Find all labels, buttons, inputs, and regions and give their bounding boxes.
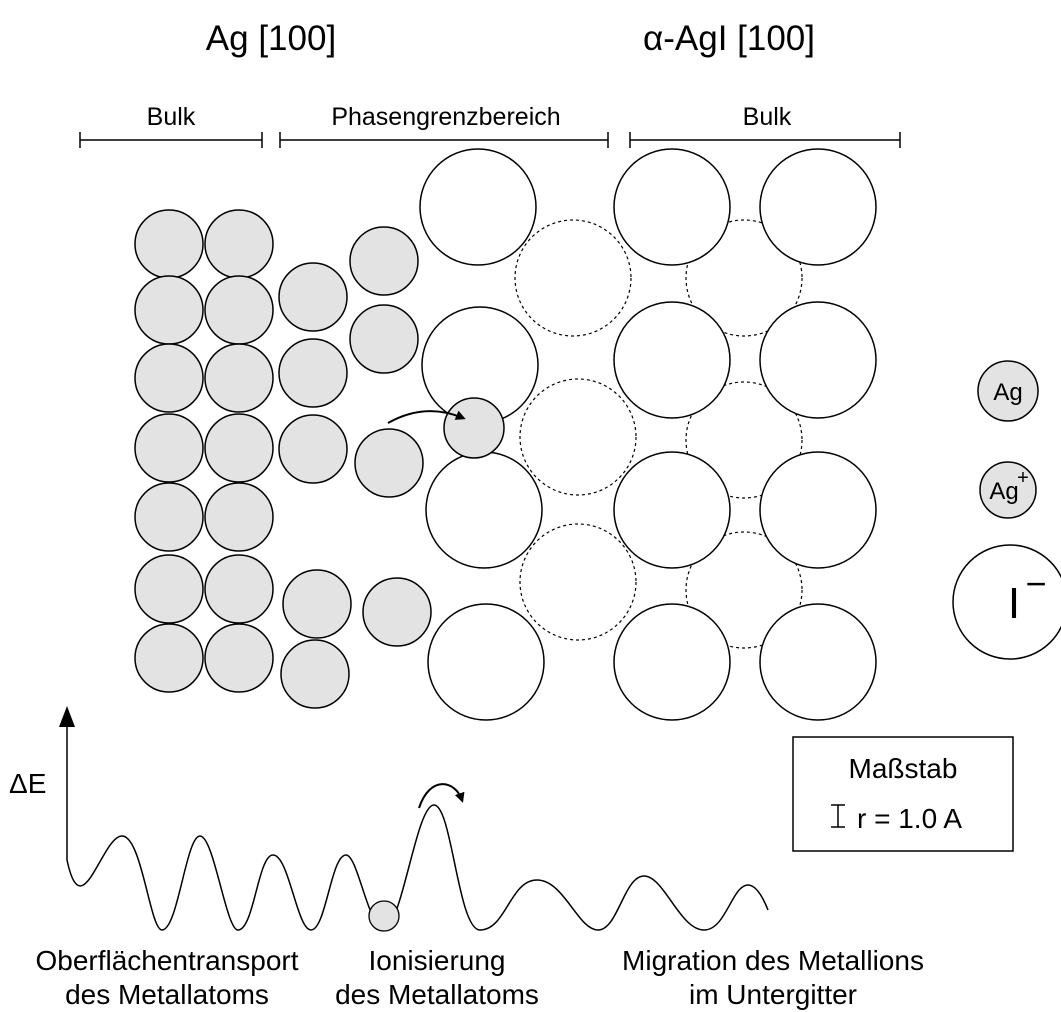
iodide-ion [759, 148, 877, 266]
ag-atom [204, 275, 274, 345]
energy-profile-atom [368, 900, 400, 932]
iodide-ion-lower-layer [519, 378, 637, 496]
iodide-solid-sublattice [419, 148, 877, 721]
ag-atom-interface [349, 226, 419, 296]
ag-bulk-atoms [134, 209, 274, 693]
ag-atom [134, 623, 204, 693]
ag-atom-interface [354, 428, 424, 498]
title-ag-100: Ag [100] [206, 19, 336, 58]
iodide-ion [425, 451, 543, 569]
ag-atom-interface [349, 304, 419, 374]
ag-atom [134, 209, 204, 279]
ag-atom [134, 275, 204, 345]
scale-box-title: Maßstab [849, 753, 958, 784]
iodide-ion-lower-layer [685, 381, 803, 499]
region-bracket-bulk-right [629, 132, 901, 148]
iodide-ion [759, 603, 877, 721]
legend-ag-ion-charge: + [1017, 467, 1029, 489]
step-surface-transport-line1: Oberflächentransport [35, 945, 298, 976]
ag-atom [204, 623, 274, 693]
ag-atom-interface [278, 262, 348, 332]
step-migration-line2: im Untergitter [689, 979, 857, 1010]
iodide-ion [613, 148, 731, 266]
ag-atom [204, 209, 274, 279]
ag-interface-atoms [278, 226, 505, 709]
region-bracket-phasengrenzbereich [279, 132, 609, 148]
iodide-ion [613, 603, 731, 721]
iodide-dashed-sublattice [514, 219, 803, 649]
energy-barrier-jump-arrow [418, 783, 465, 809]
iodide-ion-lower-layer [514, 219, 632, 337]
step-ionization-line2: des Metallatoms [335, 979, 539, 1010]
scale-box: Maßstab r = 1.0 A [792, 736, 1014, 852]
ag-atom [134, 554, 204, 624]
ag-ion-transition [443, 397, 505, 459]
iodide-ion-lower-layer [685, 219, 803, 337]
iodide-ion-lower-layer [685, 531, 803, 649]
iodide-ion [419, 148, 537, 266]
scale-bar-icon [831, 804, 845, 828]
ion-jump-arrow [387, 410, 466, 424]
region-label-phasengrenzbereich: Phasengrenzbereich [331, 103, 560, 131]
iodide-ion [759, 451, 877, 569]
energy-axis-arrowhead [59, 706, 75, 727]
ag-atom [134, 482, 204, 552]
legend-ag-atom-circle [977, 360, 1039, 422]
legend-iodide-charge: − [1025, 563, 1046, 604]
step-ionization-line1: Ionisierung [369, 945, 506, 976]
ag-atom [134, 343, 204, 413]
legend: Ag Ag + I − [952, 360, 1061, 660]
region-label-bulk-right: Bulk [743, 103, 792, 131]
ag-atom [204, 554, 274, 624]
iodide-ion [613, 301, 731, 419]
legend-ag-ion-circle [979, 461, 1037, 519]
legend-ag-atom-label: Ag [993, 379, 1022, 406]
step-surface-transport-line2: des Metallatoms [65, 979, 269, 1010]
ag-atom-interface [362, 577, 432, 647]
ag-atom [204, 482, 274, 552]
iodide-ion-lower-layer [519, 523, 637, 641]
scale-box-value: r = 1.0 A [857, 803, 962, 834]
ag-atom [204, 413, 274, 483]
ag-atom [134, 413, 204, 483]
ag-atom-interface [280, 639, 350, 709]
legend-iodide-circle [952, 544, 1061, 660]
ag-atom [204, 343, 274, 413]
legend-ag-ion-label: Ag [989, 478, 1018, 505]
ag-atom-interface [278, 338, 348, 408]
iodide-ion [759, 301, 877, 419]
iodide-ion [427, 603, 545, 721]
title-agi-100: α-AgI [100] [643, 19, 815, 58]
ag-atom-interface [282, 569, 352, 639]
ag-atom-interface [278, 414, 348, 484]
energy-profile-curve [66, 804, 769, 931]
iodide-ion [613, 451, 731, 569]
region-bracket-bulk-left [79, 132, 263, 148]
energy-axis-label: ΔE [9, 768, 46, 799]
legend-iodide-label: I [1008, 579, 1020, 628]
step-migration-line1: Migration des Metallions [622, 945, 924, 976]
region-label-bulk-left: Bulk [147, 103, 196, 131]
